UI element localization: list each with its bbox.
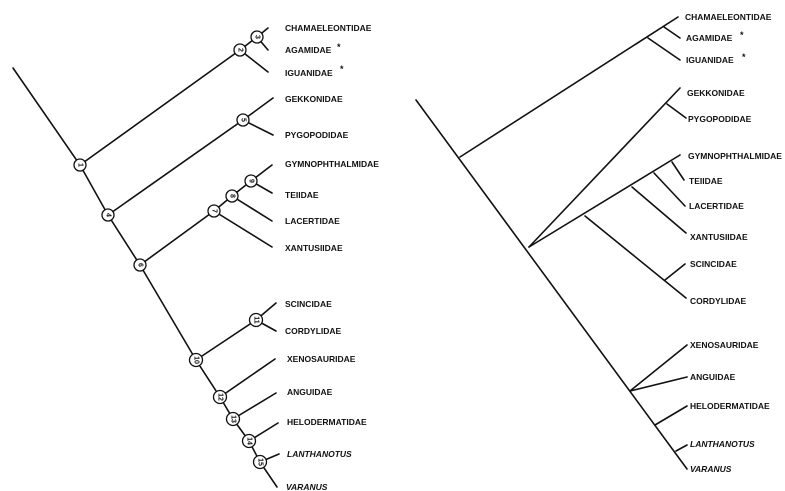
taxon-label: PYGOPODIDAE xyxy=(285,130,349,140)
left-cladogram: 1 2 3 4 5 6 7 8 9 10 11 12 13 14 15 CHAM… xyxy=(12,23,379,491)
taxon-label: CORDYLIDAE xyxy=(285,326,342,336)
taxon-label: IGUANIDAE xyxy=(686,55,734,65)
taxon-label: LANTHANOTUS xyxy=(287,449,352,459)
node-14: 14 xyxy=(241,433,257,449)
taxon-label: CHAMAELEONTIDAE xyxy=(685,12,772,22)
taxon-label: CORDYLIDAE xyxy=(690,296,747,306)
node-2: 2 xyxy=(233,43,247,57)
svg-text:1: 1 xyxy=(77,163,84,167)
svg-text:12: 12 xyxy=(217,393,224,401)
svg-text:14: 14 xyxy=(246,437,253,445)
taxon-label: LANTHANOTUS xyxy=(690,439,755,449)
asterisk-mark: * xyxy=(337,42,341,52)
taxon-label: VARANUS xyxy=(286,482,328,491)
svg-text:2: 2 xyxy=(237,48,244,52)
svg-text:13: 13 xyxy=(230,415,237,423)
node-5: 5 xyxy=(236,113,250,127)
node-9: 9 xyxy=(244,174,258,188)
svg-text:15: 15 xyxy=(257,458,264,466)
taxon-label: SCINCIDAE xyxy=(285,299,332,309)
node-13: 13 xyxy=(225,411,241,427)
taxon-label: XENOSAURIDAE xyxy=(287,354,356,364)
svg-text:3: 3 xyxy=(254,35,261,39)
taxon-label: SCINCIDAE xyxy=(690,259,737,269)
left-taxon-labels: CHAMAELEONTIDAE AGAMIDAE * IGUANIDAE * G… xyxy=(285,23,379,491)
taxon-label: CHAMAELEONTIDAE xyxy=(285,23,372,33)
taxon-label: HELODERMATIDAE xyxy=(690,401,770,411)
svg-text:6: 6 xyxy=(137,263,144,267)
svg-text:4: 4 xyxy=(105,213,112,217)
svg-text:9: 9 xyxy=(248,179,255,183)
svg-text:10: 10 xyxy=(193,356,200,364)
svg-text:7: 7 xyxy=(211,209,218,213)
asterisk-mark: * xyxy=(742,52,746,62)
svg-text:11: 11 xyxy=(253,316,260,324)
node-12: 12 xyxy=(212,389,228,405)
right-cladogram: CHAMAELEONTIDAE AGAMIDAE * IGUANIDAE * G… xyxy=(415,12,782,474)
node-4: 4 xyxy=(101,208,115,222)
taxon-label: XENOSAURIDAE xyxy=(690,340,759,350)
right-branches xyxy=(415,16,688,470)
node-15: 15 xyxy=(252,454,268,470)
taxon-label: XANTUSIIDAE xyxy=(690,232,748,242)
taxon-label: TEIIDAE xyxy=(689,176,723,186)
taxon-label: IGUANIDAE xyxy=(285,68,333,78)
right-taxon-labels: CHAMAELEONTIDAE AGAMIDAE * IGUANIDAE * G… xyxy=(685,12,782,474)
node-3: 3 xyxy=(250,30,264,44)
taxon-label: AGAMIDAE xyxy=(686,33,733,43)
svg-text:8: 8 xyxy=(229,194,236,198)
taxon-label: PYGOPODIDAE xyxy=(688,114,752,124)
node-1: 1 xyxy=(73,158,87,172)
taxon-label: GYMNOPHTHALMIDAE xyxy=(285,159,379,169)
taxon-label: ANGUIDAE xyxy=(287,387,333,397)
taxon-label: XANTUSIIDAE xyxy=(285,243,343,253)
taxon-label: AGAMIDAE xyxy=(285,45,332,55)
node-6: 6 xyxy=(133,258,147,272)
node-8: 8 xyxy=(225,189,239,203)
taxon-label: VARANUS xyxy=(690,464,732,474)
taxon-label: TEIIDAE xyxy=(285,190,319,200)
taxon-label: LACERTIDAE xyxy=(689,201,744,211)
taxon-label: LACERTIDAE xyxy=(285,216,340,226)
node-10: 10 xyxy=(188,352,204,368)
asterisk-mark: * xyxy=(740,30,744,40)
node-11: 11 xyxy=(248,312,264,328)
taxon-label: ANGUIDAE xyxy=(690,372,736,382)
taxon-label: GEKKONIDAE xyxy=(285,94,343,104)
taxon-label: GEKKONIDAE xyxy=(687,88,745,98)
taxon-label: HELODERMATIDAE xyxy=(287,417,367,427)
node-7: 7 xyxy=(207,204,221,218)
svg-text:5: 5 xyxy=(240,118,247,122)
asterisk-mark: * xyxy=(340,64,344,74)
taxon-label: GYMNOPHTHALMIDAE xyxy=(688,151,782,161)
left-nodes: 1 2 3 4 5 6 7 8 9 10 11 12 13 14 15 xyxy=(73,30,268,470)
